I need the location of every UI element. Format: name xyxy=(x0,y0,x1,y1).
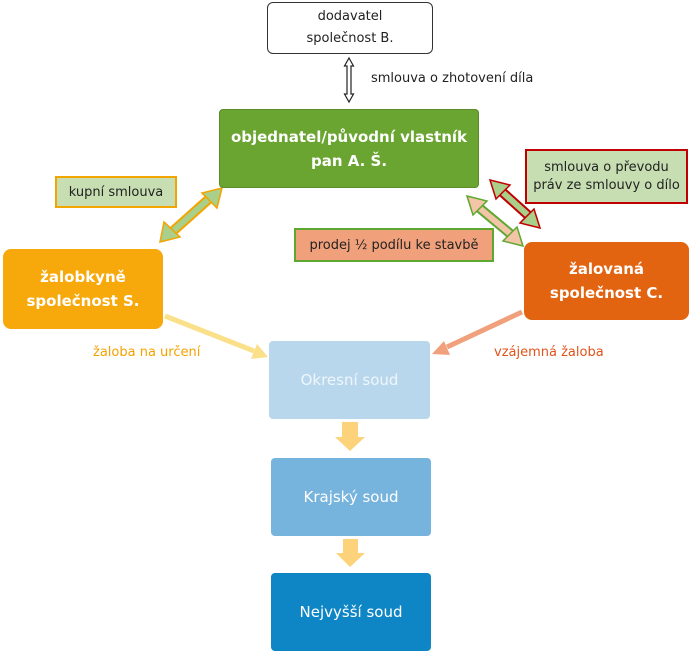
regional-court-label: Krajský soud xyxy=(303,488,399,506)
purchase-contract-tag: kupní smlouva xyxy=(55,176,177,208)
client-box: objednatel/původní vlastník pan A. Š. xyxy=(219,109,479,188)
regional-to-supreme-arrow xyxy=(336,539,365,567)
determination-claim-label: žaloba na určení xyxy=(93,345,201,360)
counter-claim-label: vzájemná žaloba xyxy=(494,345,604,360)
defendant-line2: společnost C. xyxy=(549,284,664,302)
district-to-regional-arrow xyxy=(335,422,365,451)
supplier-line1: dodavatel xyxy=(317,9,383,24)
district-court-label: Okresní soud xyxy=(300,371,399,389)
purchase-double-arrow xyxy=(159,186,224,244)
share-sale-double-arrow xyxy=(465,194,525,248)
regional-court-box: Krajský soud xyxy=(271,458,431,536)
transfer-contract-tag: smlouva o převodu práv ze smlouvy o dílo xyxy=(525,149,688,204)
plaintiff-line2: společnost S. xyxy=(26,292,140,310)
transfer-double-arrow xyxy=(488,178,542,230)
plaintiff-line1: žalobkyně xyxy=(40,268,126,286)
claim-arrow xyxy=(164,313,268,359)
district-court-box: Okresní soud xyxy=(269,341,430,419)
purchase-contract-label: kupní smlouva xyxy=(68,184,164,200)
transfer-contract-line1: smlouva o převodu xyxy=(544,159,669,175)
defendant-box: žalovaná společnost C. xyxy=(524,242,689,320)
client-line2: pan A. Š. xyxy=(310,151,388,170)
client-line1: objednatel/původní vlastník xyxy=(230,127,468,146)
share-sale-tag: prodej ½ podílu ke stavbě xyxy=(294,228,494,262)
defendant-line1: žalovaná xyxy=(569,260,644,278)
supreme-court-label: Nejvyšší soud xyxy=(299,603,403,621)
supplier-line2: společnost B. xyxy=(306,31,394,46)
share-sale-label: prodej ½ podílu ke stavbě xyxy=(309,237,479,253)
counter-claim-arrow xyxy=(432,309,524,355)
work-contract-label: smlouva o zhotovení díla xyxy=(371,71,534,86)
supplier-box: dodavatel společnost B. xyxy=(267,2,433,54)
contract-double-arrow xyxy=(343,56,355,104)
plaintiff-box: žalobkyně společnost S. xyxy=(3,249,163,329)
supreme-court-box: Nejvyšší soud xyxy=(271,573,431,651)
transfer-contract-line2: práv ze smlouvy o dílo xyxy=(533,177,680,193)
